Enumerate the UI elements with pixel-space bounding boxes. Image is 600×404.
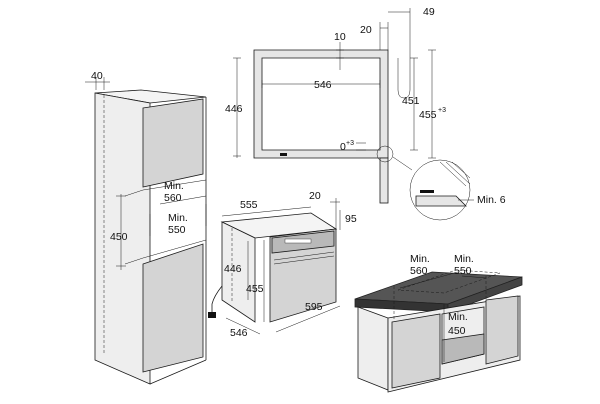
dim-base-min-550-b: 550	[454, 265, 472, 277]
dim-detail-min-6: Min. 6	[477, 194, 506, 206]
dim-frame-10: 10	[334, 31, 346, 43]
detail-view: Min. 6	[409, 159, 506, 221]
dim-base-min-450-a: Min.	[448, 311, 468, 323]
dim-tall-450: 450	[110, 231, 128, 243]
dim-oven-20: 20	[309, 190, 321, 202]
dim-frame-455-tolerance: +3	[438, 107, 446, 114]
dim-base-min-550-a: Min.	[454, 253, 474, 265]
dim-oven-95: 95	[345, 213, 357, 225]
dim-frame-451: 451	[402, 95, 420, 107]
oven-unit: 555 20 95 446 455 595 546	[208, 190, 357, 339]
base-left-door	[391, 313, 441, 389]
dim-frame-bottom-tolerance: +3	[346, 140, 354, 147]
tall-cabinet-upper-door	[142, 98, 204, 188]
dim-oven-555: 555	[240, 199, 258, 211]
dim-base-min-560-b: 560	[410, 265, 428, 277]
dim-oven-546: 546	[230, 327, 248, 339]
dim-tall-min-560-b: 560	[164, 192, 182, 204]
base-right-door	[485, 295, 519, 365]
dim-frame-455: 455	[419, 109, 437, 121]
tall-cabinet-lower-door	[142, 243, 204, 373]
base-cabinet: Min. 560 Min. 550 Min. 450	[354, 253, 523, 393]
tall-cabinet: 40 450 Min. 560 Min. 550	[85, 70, 207, 385]
front-frame-view: 10 546 446 20 49 451 455 +3 0 +3	[225, 6, 446, 204]
dim-oven-446: 446	[224, 263, 242, 275]
dim-tall-min-550-b: 550	[168, 224, 186, 236]
dim-frame-446: 446	[225, 103, 243, 115]
dim-tall-min-550-a: Min.	[168, 212, 188, 224]
dim-base-min-560-a: Min.	[410, 253, 430, 265]
dim-frame-49: 49	[423, 6, 435, 18]
dim-base-min-450-b: 450	[448, 325, 466, 337]
oven-front	[269, 228, 337, 323]
dim-tall-40: 40	[91, 70, 103, 82]
frame-outline	[253, 49, 389, 159]
dim-tall-min-560-a: Min.	[164, 180, 184, 192]
dim-oven-455: 455	[246, 283, 264, 295]
dim-frame-546: 546	[314, 79, 332, 91]
dim-frame-20: 20	[360, 24, 372, 36]
dim-oven-595: 595	[305, 301, 323, 313]
dim-frame-bottom-0: 0	[340, 141, 346, 153]
